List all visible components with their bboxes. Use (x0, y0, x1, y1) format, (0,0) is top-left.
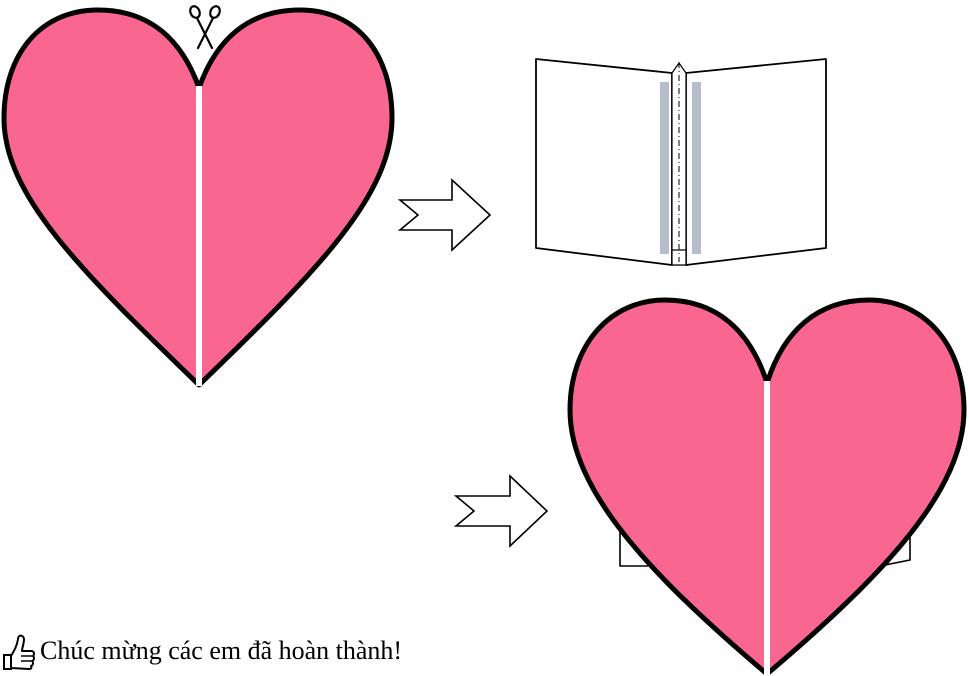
fold-shadow-right (692, 82, 701, 254)
card-right-panel (685, 58, 827, 266)
arrow-step-1 (397, 178, 492, 252)
cut-heart (1, 7, 395, 388)
outline-arrow-icon (397, 178, 492, 252)
scissors-icon (189, 5, 221, 50)
card-left-panel (535, 58, 673, 266)
glued-heart-card (567, 297, 967, 676)
card-center-strip (671, 61, 687, 266)
arrow-step-2 (453, 474, 549, 548)
caption-text: Chúc mừng các em đã hoàn thành! (40, 636, 403, 665)
outline-arrow-icon (453, 474, 549, 548)
folded-card (535, 58, 827, 266)
fold-shadow-left (660, 82, 669, 254)
completion-caption: Chúc mừng các em đã hoàn thành! (0, 626, 402, 676)
thumbs-up-icon (3, 634, 36, 670)
